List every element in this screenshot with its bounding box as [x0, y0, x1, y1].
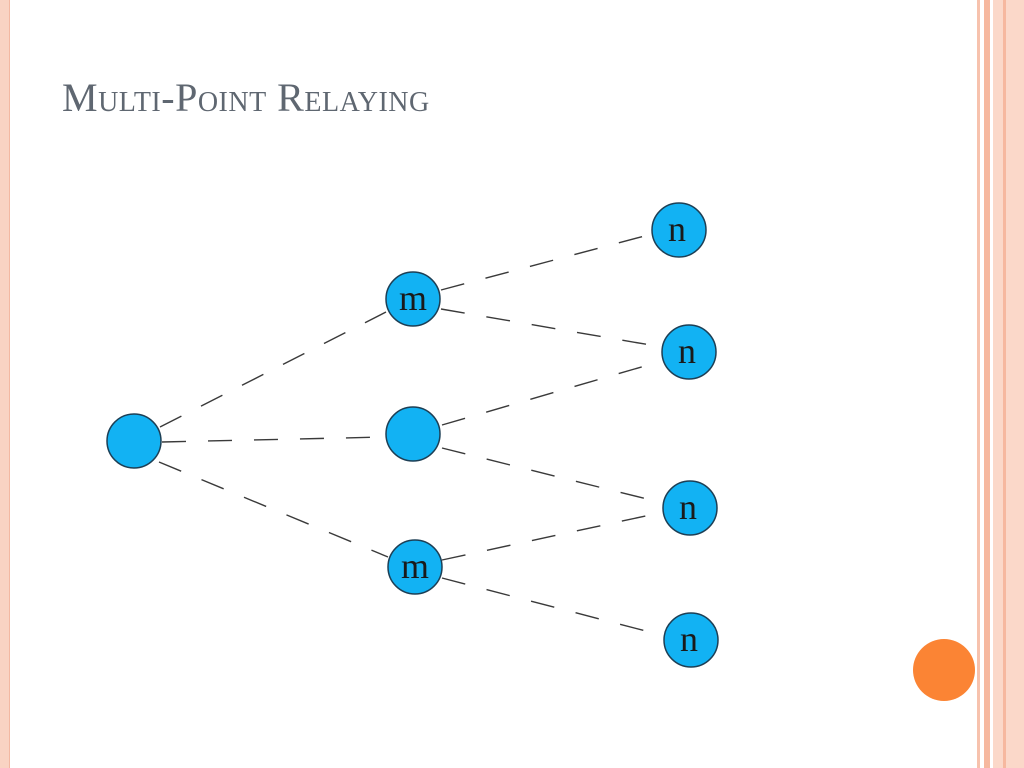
neighbor-node-2	[661, 324, 717, 380]
left-border-stripe	[0, 0, 10, 768]
edge-mid-n2	[441, 360, 663, 426]
edge-mid-n3	[441, 447, 664, 504]
orange-accent-dot	[913, 639, 975, 701]
edge-layer	[158, 233, 666, 637]
source-node	[106, 413, 162, 469]
edge-source-relay-bottom	[158, 461, 389, 558]
relay-node-bottom-label: m	[401, 546, 429, 586]
slide-title: Multi-Point Relaying	[62, 75, 430, 120]
neighbor-node-4	[663, 612, 719, 668]
neighbor-node-1	[651, 202, 707, 258]
right-border-band	[993, 0, 1024, 768]
right-border-stripe	[977, 0, 980, 768]
node-layer: m m n n n n	[106, 202, 719, 668]
relay-node-top	[385, 271, 441, 327]
relay-node-bottom	[387, 539, 443, 595]
right-border-stripe	[1003, 0, 1006, 768]
edge-source-mid	[161, 436, 387, 443]
middle-node	[385, 406, 441, 462]
neighbor-node-4-label: n	[680, 619, 698, 659]
neighbor-node-3-label: n	[679, 487, 697, 527]
edge-relay-top-n2	[440, 308, 663, 348]
right-border-stripe	[984, 0, 990, 768]
edge-source-relay-top	[159, 311, 387, 428]
neighbor-node-1-label: n	[668, 209, 686, 249]
edge-relay-top-n1	[440, 233, 653, 291]
edge-relay-bottom-n3	[441, 511, 665, 561]
neighbor-node-2-label: n	[678, 331, 696, 371]
edge-relay-bottom-n4	[441, 577, 666, 637]
neighbor-node-3	[662, 480, 718, 536]
relay-node-top-label: m	[399, 278, 427, 318]
